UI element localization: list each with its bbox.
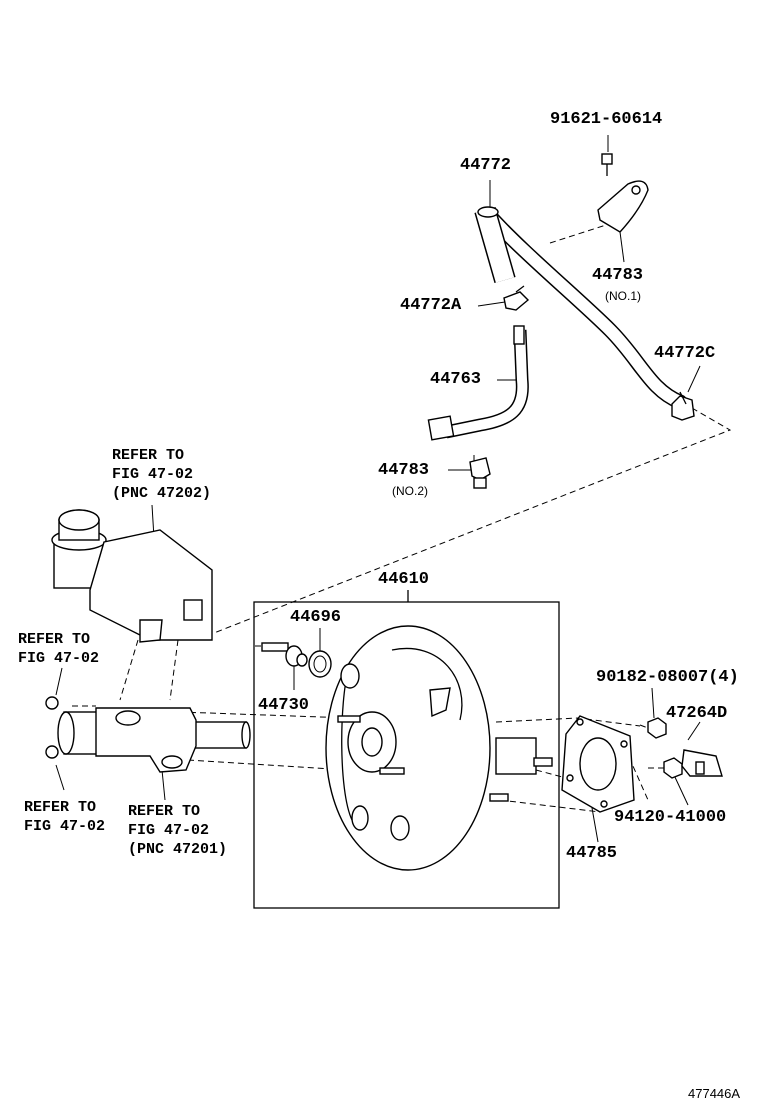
part-sublabel-no1: (NO.1)	[605, 289, 641, 303]
part-label-94120-41000: 94120-41000	[614, 808, 727, 827]
refer-note-reservoir: REFER TO FIG 47-02 (PNC 47202)	[112, 447, 212, 502]
part-label-44783-no2: 44783	[378, 461, 430, 480]
part-label-44696: 44696	[290, 608, 342, 627]
part-label-47264D: 47264D	[666, 704, 728, 723]
part-label-90182-08007: 90182-08007(4)	[596, 668, 739, 687]
booster-assembly-box	[253, 601, 560, 909]
part-label-44785: 44785	[566, 844, 618, 863]
master-cylinder	[45, 696, 251, 773]
nut-90182	[647, 717, 667, 739]
reservoir	[51, 509, 213, 643]
clip-44772C	[671, 391, 695, 421]
part-label-44772: 44772	[460, 156, 512, 175]
clamp-44783-no2	[469, 457, 491, 489]
check-valve-44730	[261, 642, 308, 667]
brake-booster	[325, 625, 553, 871]
refer-note-lower-left: REFER TO FIG 47-02	[24, 799, 106, 835]
gasket-44785	[561, 715, 635, 813]
leader-lines	[55, 135, 701, 843]
clamp-44783-no1	[597, 153, 649, 233]
vacuum-hose-44772	[474, 206, 688, 410]
part-label-44783-no1: 44783	[592, 266, 644, 285]
part-label-44763: 44763	[430, 370, 482, 389]
clip-44772A	[503, 285, 530, 311]
part-sublabel-no2: (NO.2)	[392, 484, 428, 498]
clevis-47264D	[681, 749, 723, 777]
part-label-91621-60614: 91621-60614	[550, 110, 663, 129]
vacuum-tube-44763	[427, 325, 529, 441]
part-label-44730: 44730	[258, 696, 310, 715]
part-label-44610: 44610	[378, 570, 430, 589]
grommet-44696	[308, 650, 332, 678]
nut-94120	[663, 757, 683, 779]
figure-id: 477446A	[688, 1086, 741, 1101]
part-label-44772A: 44772A	[400, 296, 462, 315]
part-label-44772C: 44772C	[654, 344, 716, 363]
refer-note-master-cylinder: REFER TO FIG 47-02 (PNC 47201)	[128, 803, 228, 858]
refer-note-upper-left: REFER TO FIG 47-02	[18, 631, 100, 667]
